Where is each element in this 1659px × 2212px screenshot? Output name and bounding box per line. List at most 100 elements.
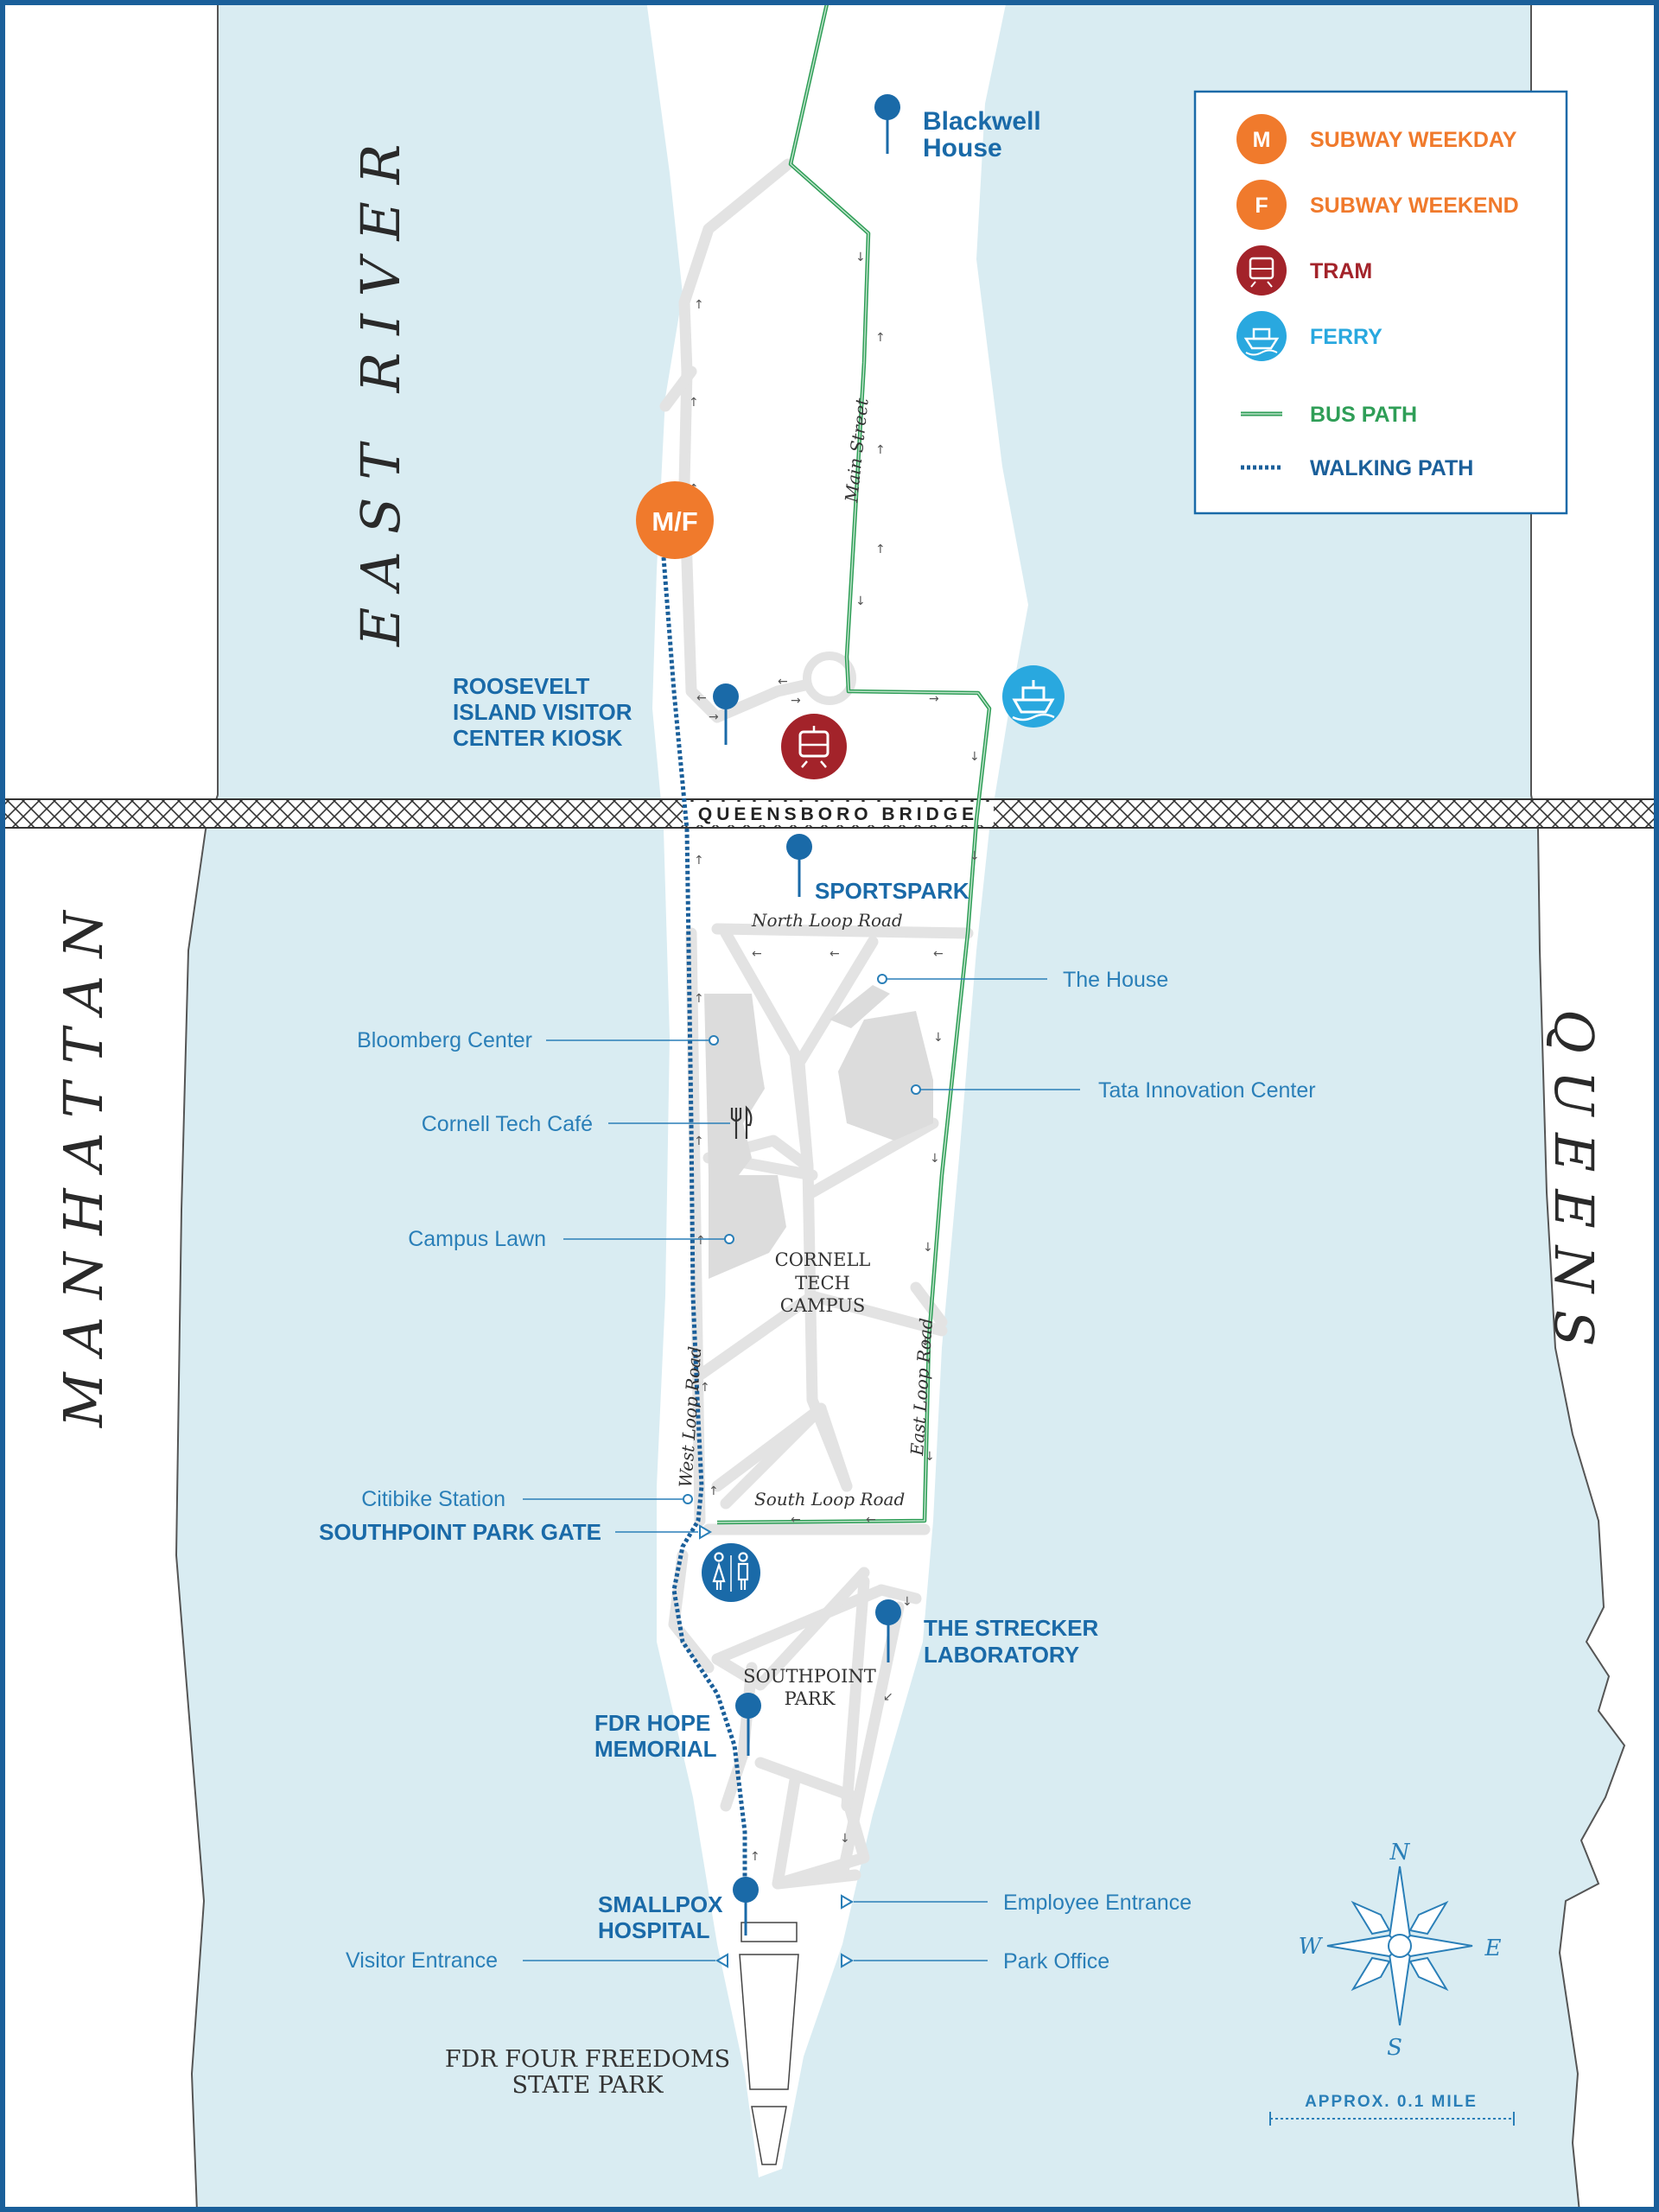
svg-text:Cornell Tech Café: Cornell Tech Café (422, 1112, 593, 1136)
svg-text:↓: ↓ (969, 849, 980, 863)
svg-text:↓: ↓ (902, 1595, 912, 1609)
svg-text:↓: ↓ (920, 1335, 931, 1349)
svg-text:↑: ↑ (875, 543, 886, 556)
manhattan-label: MANHATTAN (52, 894, 115, 1428)
svg-text:↓: ↓ (925, 1450, 935, 1464)
svg-text:M/F: M/F (652, 506, 697, 537)
four-freedoms-lawn (739, 1954, 799, 2090)
pin-strecker-lab[interactable] (875, 1599, 901, 1662)
svg-text:↙: ↙ (883, 1690, 893, 1704)
legend-walking-path: WALKING PATH (1241, 456, 1473, 480)
svg-text:↓: ↓ (840, 1832, 850, 1846)
roundabout (803, 652, 856, 705)
svg-text:ROOSEVELT: ROOSEVELT (453, 673, 590, 699)
svg-text:THE STRECKER: THE STRECKER (924, 1615, 1098, 1641)
svg-text:↑: ↑ (694, 854, 704, 868)
four-freedoms-room (751, 2106, 787, 2165)
tram-icon[interactable] (781, 714, 847, 779)
svg-text:Blackwell: Blackwell (923, 107, 1041, 136)
svg-text:FDR FOUR FREEDOMS: FDR FOUR FREEDOMS (445, 2046, 730, 2073)
place-employee-entrance[interactable]: Employee Entrance (841, 1891, 1192, 1915)
bridge-label-box (683, 802, 994, 825)
cafe-icon (730, 1105, 753, 1139)
svg-text:HOSPITAL: HOSPITAL (598, 1917, 710, 1943)
blackwell-house-label: Blackwell House (923, 107, 1041, 162)
legend-subway-weekend: F SUBWAY WEEKEND (1236, 180, 1519, 230)
svg-text:↑: ↑ (694, 992, 704, 1006)
svg-text:TRAM: TRAM (1310, 259, 1372, 283)
place-citibike-station[interactable]: Citibike Station (361, 1487, 693, 1511)
svg-text:CENTER KIOSK: CENTER KIOSK (453, 725, 623, 751)
place-bloomberg-center[interactable]: Bloomberg Center (357, 1028, 719, 1052)
legend-tram: TRAM (1236, 245, 1372, 296)
queens-label: QUEENS (1542, 1009, 1605, 1363)
pin-visitor-kiosk[interactable] (713, 683, 739, 745)
manhattan-land (0, 0, 219, 2212)
strecker-lab-label: THE STRECKER LABORATORY (924, 1615, 1098, 1668)
svg-text:↑: ↑ (875, 331, 886, 345)
scale-label: APPROX. 0.1 MILE (1305, 2093, 1478, 2111)
svg-text:SOUTHPOINT PARK GATE: SOUTHPOINT PARK GATE (319, 1519, 601, 1545)
compass-s: S (1387, 2035, 1402, 2061)
compass-rose (1326, 1866, 1473, 2026)
svg-text:Citibike Station: Citibike Station (361, 1487, 505, 1511)
legend-ferry: FERRY (1236, 311, 1382, 361)
southpoint-park-label: SOUTHPOINT PARK (743, 1666, 876, 1709)
legend-subway-weekday: M SUBWAY WEEKDAY (1236, 114, 1517, 164)
svg-text:FERRY: FERRY (1310, 325, 1382, 349)
svg-text:→: → (709, 710, 719, 724)
svg-text:TECH: TECH (795, 1273, 850, 1294)
place-visitor-entrance[interactable]: Visitor Entrance (346, 1948, 728, 1973)
place-campus-lawn[interactable]: Campus Lawn (408, 1227, 734, 1251)
svg-text:SUBWAY WEEKEND: SUBWAY WEEKEND (1310, 194, 1519, 218)
bridge-label: QUEENSBORO BRIDGE (698, 804, 978, 824)
compass-n: N (1389, 1840, 1411, 1866)
svg-text:↓: ↓ (855, 251, 866, 264)
svg-text:Park Office: Park Office (1003, 1949, 1109, 1974)
four-freedoms-park-label: FDR FOUR FREEDOMS STATE PARK (445, 2046, 730, 2099)
svg-text:↑: ↑ (700, 1381, 710, 1395)
svg-text:F: F (1255, 194, 1268, 218)
svg-text:→: → (791, 694, 801, 708)
pin-fdr-hope-memorial[interactable] (735, 1693, 761, 1756)
svg-text:←: ← (866, 1513, 876, 1527)
pin-blackwell-house[interactable] (874, 94, 900, 154)
svg-text:STATE PARK: STATE PARK (512, 2072, 664, 2099)
legend: M SUBWAY WEEKDAY F SUBWAY WEEKEND TRAM F… (1193, 90, 1568, 515)
svg-text:↑: ↑ (694, 1135, 704, 1148)
svg-text:ISLAND VISITOR: ISLAND VISITOR (453, 699, 632, 725)
road-north-loop: North Loop Road (751, 910, 903, 931)
ferry-icon[interactable] (1002, 665, 1065, 728)
fdr-hope-memorial-label: FDR HOPE MEMORIAL (594, 1710, 717, 1762)
svg-text:←: ← (752, 947, 762, 961)
place-southpoint-park-gate[interactable]: SOUTHPOINT PARK GATE (319, 1519, 712, 1545)
place-the-house[interactable]: The House (877, 968, 1168, 992)
subway-station-badge[interactable]: M/F (636, 481, 714, 559)
svg-text:↓: ↓ (969, 750, 980, 764)
svg-text:←: ← (933, 947, 944, 961)
walking-path (661, 556, 747, 1879)
place-tata-innovation-center[interactable]: Tata Innovation Center (911, 1078, 1316, 1103)
restroom-icon[interactable] (702, 1543, 760, 1602)
svg-text:Employee Entrance: Employee Entrance (1003, 1891, 1192, 1915)
compass-w: W (1299, 1934, 1324, 1960)
svg-text:→: → (929, 692, 939, 706)
pin-smallpox-hospital[interactable] (733, 1877, 759, 1936)
place-cornell-tech-cafe[interactable]: Cornell Tech Café (422, 1112, 730, 1136)
svg-text:MEMORIAL: MEMORIAL (594, 1736, 717, 1762)
svg-text:M: M (1253, 128, 1271, 152)
svg-text:↓: ↓ (855, 594, 866, 608)
svg-text:←: ← (791, 1513, 801, 1527)
compass-e: E (1484, 1936, 1502, 1961)
pin-sportspark[interactable] (786, 834, 812, 897)
smallpox-hospital-label: SMALLPOX HOSPITAL (598, 1891, 723, 1943)
svg-text:SOUTHPOINT: SOUTHPOINT (743, 1666, 876, 1687)
queens-land (1530, 0, 1659, 2212)
smallpox-hospital-building (741, 1922, 798, 1942)
scale-bar (1269, 2112, 1515, 2126)
svg-text:BUS PATH: BUS PATH (1310, 403, 1417, 427)
place-park-office[interactable]: Park Office (841, 1949, 1109, 1974)
svg-text:Visitor Entrance: Visitor Entrance (346, 1948, 498, 1973)
svg-text:Tata Innovation Center: Tata Innovation Center (1098, 1078, 1316, 1103)
